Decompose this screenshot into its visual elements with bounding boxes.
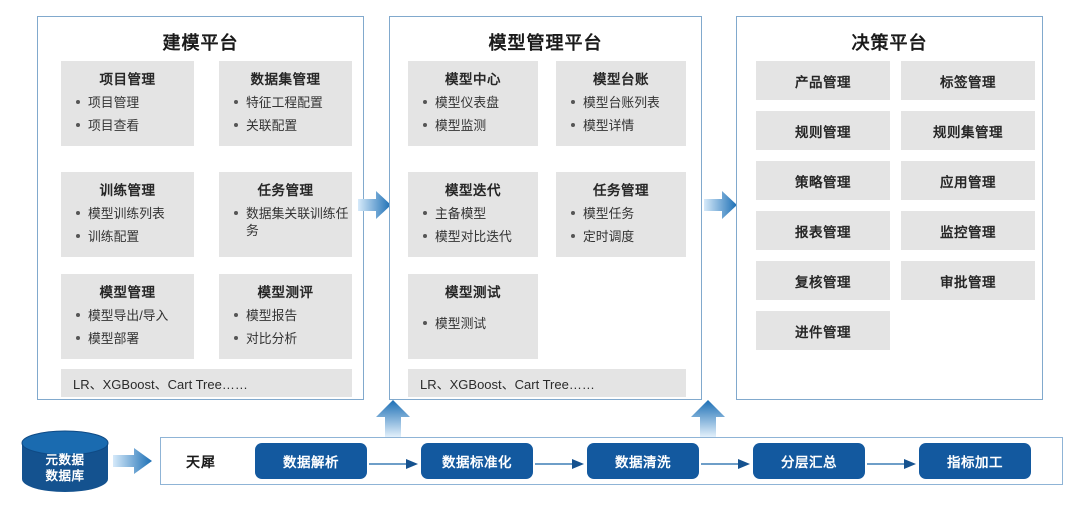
group-box-project-management: 项目管理 项目管理 项目查看 [61,61,194,146]
list-item: 模型任务 [570,205,686,222]
pipeline-step-layered-aggregation[interactable]: 分层汇总 [753,443,865,479]
panel-decision-platform: 决策平台 产品管理 标签管理 规则管理 规则集管理 策略管理 应用管理 报表管理… [736,16,1043,400]
pipeline-platform-label: 天犀 [186,454,216,470]
list-item: 模型训练列表 [75,205,194,222]
group-title: 模型台账 [593,72,649,87]
panel-model-management-platform: 模型管理平台 模型中心 模型仪表盘 模型监测 模型台账 模型台账列表 模型详情 … [389,16,702,400]
group-item-list: 模型仪表盘 模型监测 [408,94,538,134]
group-box-model-ledger: 模型台账 模型台账列表 模型详情 [556,61,686,146]
list-item: 关联配置 [233,117,352,134]
pipeline-step-data-parsing[interactable]: 数据解析 [255,443,367,479]
group-title: 模型管理 [99,285,156,300]
metadata-database-cylinder: 元数据 数据库 [20,430,110,492]
decision-button-review-management[interactable]: 复核管理 [756,261,890,300]
list-item: 定时调度 [570,228,686,245]
group-box-model-test: 模型测试 模型测试 [408,274,538,359]
group-item-list: 模型测试 [408,315,538,332]
list-item: 数据集关联训练任务 [233,205,352,239]
group-item-list: 模型导出/导入 模型部署 [61,307,194,347]
group-item-list: 模型报告 对比分析 [219,307,352,347]
decision-button-entry-management[interactable]: 进件管理 [756,311,890,350]
group-item-list: 主备模型 模型对比迭代 [408,205,538,245]
list-item: 模型部署 [75,330,194,347]
pipeline-connector [535,456,585,469]
group-box-task-management: 任务管理 模型任务 定时调度 [556,172,686,257]
group-title: 模型迭代 [445,183,501,198]
group-box-training-management: 训练管理 模型训练列表 训练配置 [61,172,194,257]
pipeline-connector [867,456,917,469]
decision-button-rule-management[interactable]: 规则管理 [756,111,890,150]
algorithm-bar-model-management: LR、XGBoost、Cart Tree…… [408,369,686,397]
group-box-task-management: 任务管理 数据集关联训练任务 [219,172,352,257]
list-item: 模型导出/导入 [75,307,194,324]
list-item: 模型详情 [570,117,686,134]
group-item-list: 项目管理 项目查看 [61,94,194,134]
list-item: 模型仪表盘 [422,94,538,111]
group-title: 任务管理 [593,183,649,198]
panel-title-model-management: 模型管理平台 [488,33,603,53]
group-box-model-center: 模型中心 模型仪表盘 模型监测 [408,61,538,146]
list-item: 主备模型 [422,205,538,222]
list-item: 项目管理 [75,94,194,111]
panel-title-decision: 决策平台 [851,33,928,53]
group-title: 模型测试 [445,285,501,300]
pipeline-step-data-standardization[interactable]: 数据标准化 [421,443,533,479]
algorithm-bar-modeling: LR、XGBoost、Cart Tree…… [61,369,352,397]
group-item-list: 模型任务 定时调度 [556,205,686,245]
list-item: 训练配置 [75,228,194,245]
list-item: 模型台账列表 [570,94,686,111]
list-item: 项目查看 [75,117,194,134]
list-item: 模型监测 [422,117,538,134]
group-box-dataset-management: 数据集管理 特征工程配置 关联配置 [219,61,352,146]
list-item: 特征工程配置 [233,94,352,111]
cylinder-label-line2: 数据库 [45,469,85,483]
pipeline-step-metric-processing[interactable]: 指标加工 [919,443,1031,479]
decision-button-monitor-management[interactable]: 监控管理 [901,211,1035,250]
panel-title-modeling: 建模平台 [162,33,239,53]
group-title: 数据集管理 [250,72,321,87]
decision-button-strategy-management[interactable]: 策略管理 [756,161,890,200]
cylinder-label-line1: 元数据 [45,453,85,467]
group-title: 项目管理 [99,72,156,87]
group-item-list: 模型台账列表 模型详情 [556,94,686,134]
group-title: 任务管理 [257,183,314,198]
arrow-up-icon [690,400,726,438]
decision-button-product-management[interactable]: 产品管理 [756,61,890,100]
panel-modeling-platform: 建模平台 项目管理 项目管理 项目查看 数据集管理 特征工程配置 关联配置 训练… [37,16,364,400]
group-box-model-iteration: 模型迭代 主备模型 模型对比迭代 [408,172,538,257]
list-item: 模型对比迭代 [422,228,538,245]
pipeline-connector [369,456,419,469]
arrow-right-icon [704,190,738,220]
group-title: 训练管理 [99,183,156,198]
pipeline-connector [701,456,751,469]
pipeline-step-data-cleaning[interactable]: 数据清洗 [587,443,699,479]
group-item-list: 特征工程配置 关联配置 [219,94,352,134]
group-box-model-management: 模型管理 模型导出/导入 模型部署 [61,274,194,359]
cylinder-label: 元数据 数据库 [20,452,110,484]
decision-button-tag-management[interactable]: 标签管理 [901,61,1035,100]
arrow-right-icon [358,190,392,220]
arrow-up-icon [375,400,411,438]
decision-button-application-management[interactable]: 应用管理 [901,161,1035,200]
group-title: 模型中心 [445,72,501,87]
decision-button-approval-management[interactable]: 审批管理 [901,261,1035,300]
decision-button-ruleset-management[interactable]: 规则集管理 [901,111,1035,150]
group-box-model-evaluation: 模型测评 模型报告 对比分析 [219,274,352,359]
decision-button-report-management[interactable]: 报表管理 [756,211,890,250]
list-item: 模型报告 [233,307,352,324]
group-title: 模型测评 [257,285,314,300]
arrow-right-icon [113,447,153,475]
list-item: 对比分析 [233,330,352,347]
group-item-list: 模型训练列表 训练配置 [61,205,194,245]
group-item-list: 数据集关联训练任务 [219,205,352,239]
list-item: 模型测试 [422,315,538,332]
